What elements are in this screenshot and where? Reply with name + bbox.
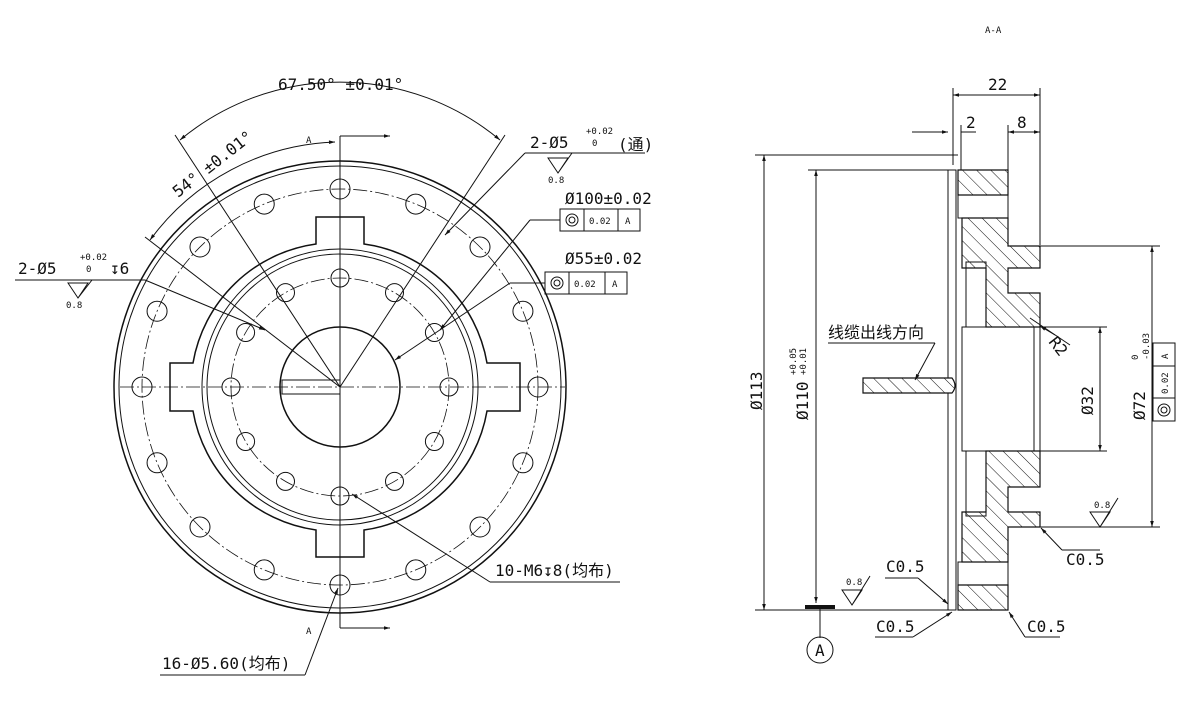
through-hole-label: 2-Ø5 [530, 133, 569, 152]
dia-110: Ø110 [793, 381, 812, 420]
blind-hole-label: 2-Ø5 [18, 259, 57, 278]
chamfer-3: C0.5 [876, 617, 915, 636]
fcf-55: 0.02 A [544, 271, 628, 295]
thread-hole [385, 471, 404, 491]
dia-55-label: Ø55±0.02 [565, 249, 642, 268]
dim-2: 2 [966, 113, 976, 132]
dim-22: 22 [988, 75, 1007, 94]
thread-hole [424, 432, 444, 451]
bolt-hole [189, 516, 211, 538]
dia-72-tol-upper: 0 [1131, 355, 1141, 360]
bolt-hole [469, 516, 491, 538]
thread-hole [276, 471, 295, 491]
fcf-100-value: 0.02 [589, 217, 611, 227]
dia-72-tol-lower: -0.03 [1142, 333, 1152, 360]
thread-hole [236, 323, 256, 342]
dia-32: Ø32 [1078, 386, 1097, 415]
chamfer-1: C0.5 [886, 557, 925, 576]
section-title: A-A [985, 26, 1002, 36]
through-hole-suffix: (通) [618, 135, 653, 154]
roughness-blind: 0.8 [66, 301, 82, 311]
bolt-hole [469, 236, 491, 258]
chamfer-2: C0.5 [1066, 550, 1105, 569]
thread-hole [424, 323, 444, 342]
bearing-lower [965, 450, 987, 517]
blind-hole-suffix: ↧6 [110, 259, 129, 278]
blind-hole-tol-upper: +0.02 [80, 253, 107, 263]
bore [961, 326, 1041, 452]
body-section-upper [961, 217, 1041, 328]
thread-holes [221, 268, 459, 506]
front-view: A A 67.50° ±0.01° 54° ±0.01° 2-Ø5 +0.02 … [15, 75, 653, 676]
datum-label: A [815, 641, 825, 660]
angle-67-label: 67.50° ±0.01° [278, 75, 403, 94]
dia-110-tol-upper: +0.05 [789, 348, 799, 375]
body-section-bottom [957, 584, 1009, 611]
dia-100-label: Ø100±0.02 [565, 189, 652, 208]
section-view: A-A 线缆出线方向 22 2 8 Ø113 [747, 26, 1176, 664]
thread-hole [385, 283, 404, 303]
bolt-hole [146, 452, 168, 474]
thread-hole [236, 432, 256, 451]
angle-arc-outer [179, 81, 501, 141]
fcf-100-datum: A [625, 217, 631, 227]
bolt-hole [405, 193, 427, 215]
datum-circle [806, 636, 834, 664]
bearing-upper [965, 261, 987, 328]
fcf-72: 0.02 A [1152, 342, 1176, 422]
fcf-72-value: 0.02 [1161, 372, 1171, 394]
bolt-hole [512, 452, 534, 474]
dia-72: Ø72 [1130, 391, 1149, 420]
dia-113: Ø113 [747, 371, 766, 410]
fcf-72-datum: A [1161, 353, 1171, 359]
cable-note: 线缆出线方向 [828, 323, 924, 342]
bolt-hole [512, 300, 534, 322]
section-mark-bottom: A [306, 627, 312, 637]
through-hole-tol-lower: 0 [592, 139, 597, 149]
fcf-100: 0.02 A [559, 208, 641, 232]
cable [862, 377, 956, 394]
thread-hole [276, 283, 295, 303]
roughness-right: 0.8 [1094, 501, 1110, 511]
fcf-55-value: 0.02 [574, 280, 596, 290]
radius-r2: R2 [1045, 333, 1072, 360]
dia-110-tol-lower: +0.01 [799, 348, 809, 375]
thread-holes-label: 10-M6↧8(均布) [495, 561, 614, 580]
chamfer-4: C0.5 [1027, 617, 1066, 636]
body-profile [169, 216, 521, 558]
roughness-bottom: 0.8 [846, 578, 862, 588]
body-section-top [957, 169, 1009, 196]
roughness-through: 0.8 [548, 176, 564, 186]
bolt-hole [146, 300, 168, 322]
body-section-lower [961, 450, 1041, 563]
datum-bar [805, 605, 835, 609]
bolt-hole [253, 559, 275, 581]
bolt-holes-label: 16-Ø5.60(均布) [162, 654, 290, 673]
angle-arc-inner [149, 140, 336, 241]
through-hole-tol-upper: +0.02 [586, 127, 613, 137]
blind-hole-tol-lower: 0 [86, 265, 91, 275]
fcf-55-datum: A [612, 280, 618, 290]
bolt-hole [405, 559, 427, 581]
dim-8: 8 [1017, 113, 1027, 132]
